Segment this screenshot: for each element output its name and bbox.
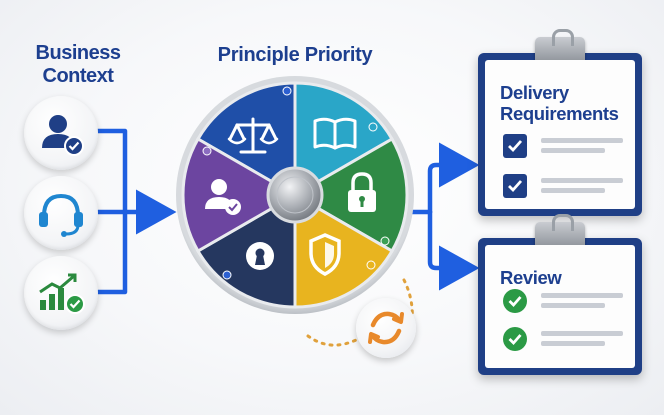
checklist-item	[503, 289, 633, 315]
review-clipboard: Review	[478, 214, 642, 375]
scales-icon	[227, 117, 279, 154]
delivery-clipboard: Delivery Requirements	[478, 29, 642, 216]
arrow-to-review	[427, 209, 480, 291]
sync-node	[356, 298, 416, 358]
segment-yellow	[293, 192, 395, 309]
check-circle-icon	[503, 327, 527, 351]
checkbox-checked-icon	[503, 174, 527, 198]
clipboard-clip	[535, 214, 585, 248]
business-context-title: Business Context	[35, 42, 121, 87]
headset-icon	[39, 193, 83, 237]
lock-icon	[348, 172, 376, 212]
segment-teal	[293, 81, 395, 198]
checklist-item	[503, 327, 633, 353]
connector-context-1	[95, 128, 128, 215]
check-circle-icon	[503, 289, 527, 313]
review-title: Review	[500, 267, 562, 288]
wheel-pins	[202, 86, 390, 280]
user-badge-icon	[205, 179, 241, 215]
support-node	[24, 176, 98, 250]
segment-purple	[181, 136, 299, 254]
keyhole-icon	[246, 242, 274, 270]
principle-wheel	[176, 76, 414, 314]
checklist-item	[503, 174, 633, 200]
wheel-hub	[266, 166, 324, 224]
arrow-to-delivery	[427, 142, 480, 215]
connector-context-3	[95, 209, 128, 295]
business-user-node	[24, 96, 98, 170]
delivery-requirements-title: Delivery Requirements	[500, 82, 619, 124]
growth-chart-icon	[39, 273, 85, 314]
user-check-icon	[42, 115, 84, 156]
shield-icon	[309, 233, 341, 276]
checklist-item	[503, 134, 633, 160]
book-icon	[313, 117, 357, 150]
segment-blue	[195, 81, 297, 198]
sync-arrows-icon	[368, 311, 404, 345]
checkbox-checked-icon	[503, 134, 527, 158]
growth-node	[24, 256, 98, 330]
clipboard-clip	[535, 29, 585, 63]
clipboard-paper: Review	[485, 245, 635, 368]
principle-priority-title: Principle Priority	[217, 44, 373, 66]
clipboard-paper: Delivery Requirements	[485, 60, 635, 209]
segment-navy	[195, 192, 297, 309]
